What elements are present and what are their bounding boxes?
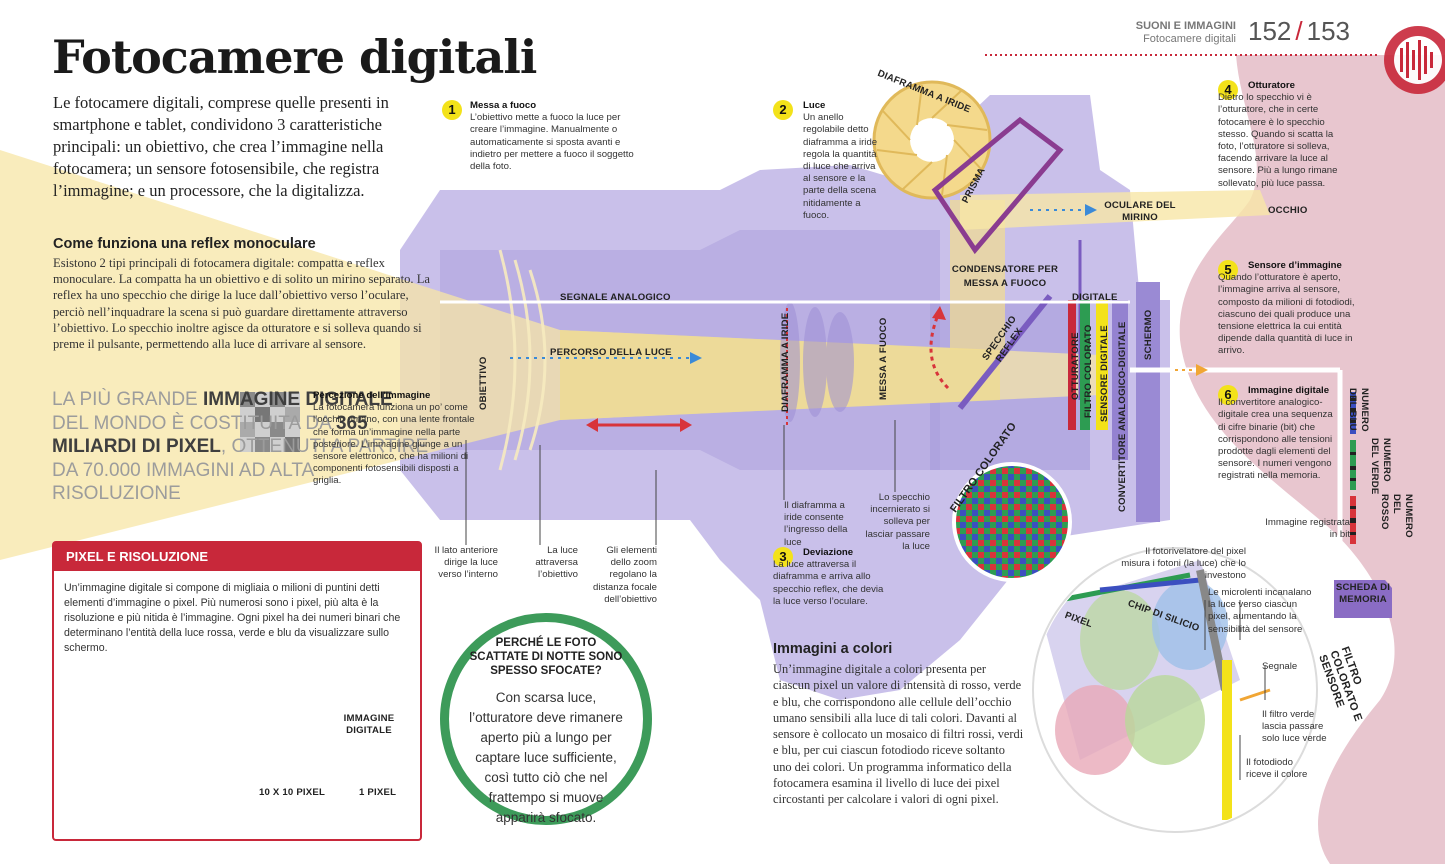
digital-image-label: IMMAGINE DIGITALE — [343, 713, 395, 736]
caption-signal: Segnale — [1262, 661, 1298, 672]
caption-iris-entry: Il diaframma a iride consente l’ingresso… — [784, 500, 848, 548]
perception-text: La fotocamera funziona un po’ come l’occ… — [313, 402, 475, 487]
iris-vertical-label: DIAFRAMMA A IRIDE — [780, 312, 791, 412]
step-2-body: Un anello regolabile detto diaframma a i… — [803, 112, 878, 221]
caption-microlens: Le microlenti incanalano la luce verso c… — [1208, 587, 1312, 635]
converter-label: CONVERTITORE ANALOGICO-DIGITALE — [1117, 321, 1128, 512]
night-question: Perché le foto scattate di notte sono sp… — [469, 637, 623, 677]
analog-signal-label: SEGNALE ANALOGICO — [560, 292, 671, 303]
big-fact-part: La più grande — [52, 389, 203, 410]
step-4-text: Otturatore Dietro lo specchio vi è l’ott… — [1218, 80, 1353, 190]
caption-front: Il lato anteriore dirige la luce verso l… — [434, 545, 498, 581]
step-3-body: La luce attraversa il diaframma e arriva… — [773, 559, 884, 607]
colors-heading: Immagini a colori — [773, 641, 893, 657]
red-number-label: NUMERO DEL ROSSO — [1379, 494, 1414, 538]
caption-photodiode: Il fotodiodo riceve il colore — [1246, 757, 1308, 781]
filter-label: FILTRO COLORATO — [1083, 324, 1094, 418]
perception-heading: Percezione dell’immagine — [313, 390, 431, 401]
big-fact-bold: 365 miliardi di pixel — [52, 412, 368, 458]
step-2-badge: 2 — [773, 100, 793, 120]
light-path-label: PERCORSO DELLA LUCE — [550, 347, 672, 358]
colors-text: Un’immagine digitale a colori presenta p… — [773, 662, 1024, 807]
step-5-text: Sensore d’immagine Quando l’otturatore è… — [1218, 260, 1363, 358]
subsection-label: Fotocamere digitali — [1143, 33, 1236, 45]
condenser-label: CONDENSATORE PER MESSA A FUOCO — [951, 264, 1059, 289]
sensor-label: SENSORE DIGITALE — [1099, 325, 1110, 422]
reflex-heading: Come funziona una reflex monoculare — [53, 236, 316, 252]
shutter-label: OTTURATORE — [1070, 332, 1081, 400]
section-label: SUONI E IMMAGINI — [1135, 20, 1236, 32]
page-right: 153 — [1306, 16, 1351, 46]
step-1-title: Messa a fuoco — [470, 100, 537, 111]
caption-mirror: Lo specchio incernierato si solleva per … — [865, 492, 930, 552]
big-fact-part: , ottenuti a partire da 70.000 immagini … — [52, 436, 429, 504]
step-6-title: Immagine digitale — [1248, 385, 1330, 396]
step-6-body: Il convertitore analogico-digitale crea … — [1218, 397, 1333, 482]
step-1-text: Messa a fuoco L’obiettivo mette a fuoco … — [440, 100, 640, 173]
step-4-title: Otturatore — [1248, 80, 1295, 91]
step-5-badge: 5 — [1218, 260, 1238, 280]
step-3-title: Deviazione — [803, 547, 854, 558]
caption-photodetector: Il fotorivelatore del pixel misura i fot… — [1121, 546, 1246, 582]
caption-light-lens: La luce attraversa l’obiettivo — [535, 545, 578, 581]
page-separator: / — [1295, 16, 1303, 46]
page-left: 152 — [1248, 16, 1292, 46]
step-2-title: Luce — [803, 100, 826, 111]
step-5-body: Quando l’otturatore è aperto, l’immagine… — [1218, 272, 1355, 357]
blue-number-label: NUMERO DEL BLU — [1347, 388, 1370, 432]
one-pixel-label: 1 PIXEL — [359, 787, 397, 798]
memory-card-label: SCHEDA DI MEMORIA — [1335, 582, 1391, 605]
big-fact-bold: immagine digitale — [203, 389, 393, 410]
caption-green-filter: Il filtro verde lascia passare solo luce… — [1262, 709, 1327, 745]
step-4-body: Dietro lo specchio vi è l’otturatore, ch… — [1218, 92, 1338, 189]
pixel-resolution-box: Pixel e risoluzione Un’immagine digitale… — [52, 541, 422, 841]
screen-label: SCHERMO — [1143, 309, 1154, 360]
pixel-box-text: Un’immagine digitale si compone di migli… — [64, 582, 401, 654]
eyepiece-label: OCULARE DEL MIRINO — [1104, 200, 1176, 223]
focus-label: MESSA A FUOCO — [878, 317, 889, 400]
reflex-text: Esistono 2 tipi principali di fotocamera… — [53, 256, 431, 352]
page-numbers: 152/153 — [1248, 16, 1350, 47]
step-3-text: Deviazione La luce attraversa il diafram… — [773, 547, 893, 608]
bit-image-caption: Immagine registrata in bit — [1265, 517, 1350, 541]
perception-block: Percezione dell’immagine La fotocamera f… — [313, 390, 483, 488]
step-1-body: L’obiettivo mette a fuoco la luce per cr… — [470, 112, 634, 173]
step-2-text: Luce Un anello regolabile detto diaframm… — [773, 100, 883, 222]
step-4-badge: 4 — [1218, 80, 1238, 100]
ten-pixel-label: 10 X 10 PIXEL — [259, 787, 326, 798]
eye-label: OCCHIO — [1268, 205, 1308, 216]
pixel-box-heading: Pixel e risoluzione — [54, 543, 420, 571]
digital-label: DIGITALE — [1072, 292, 1118, 303]
step-3-badge: 3 — [773, 547, 793, 567]
intro-paragraph: Le fotocamere digitali, comprese quelle … — [53, 93, 389, 200]
perception-checker — [240, 392, 300, 452]
night-answer: Con scarsa luce, l’otturatore deve riman… — [469, 690, 623, 825]
green-number-label: NUMERO DEL VERDE — [1369, 438, 1392, 495]
night-photo-circle: Perché le foto scattate di notte sono sp… — [440, 613, 652, 825]
big-fact-part: del mondo è costituita da — [52, 412, 336, 434]
lens-label: OBIETTIVO — [478, 356, 489, 410]
page-title: Fotocamere digitali — [52, 30, 537, 84]
big-fact: La più grande immagine digitale del mond… — [52, 388, 432, 506]
step-6-text: Immagine digitale Il convertitore analog… — [1218, 385, 1338, 483]
step-1-badge: 1 — [442, 100, 462, 120]
caption-zoom: Gli elementi dello zoom regolano la dist… — [593, 545, 657, 605]
step-6-badge: 6 — [1218, 385, 1238, 405]
step-5-title: Sensore d’immagine — [1248, 260, 1342, 271]
